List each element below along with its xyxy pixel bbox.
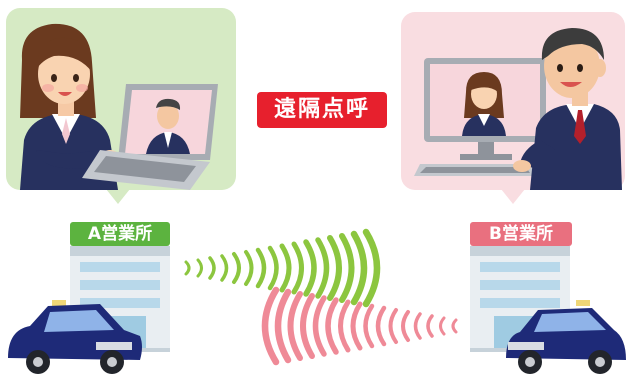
man-operator-icon bbox=[513, 28, 622, 190]
office-b-label: B営業所 bbox=[470, 222, 572, 246]
signal-wave-icon bbox=[184, 228, 381, 308]
taxi-icon bbox=[506, 300, 626, 374]
desktop-monitor-icon bbox=[414, 58, 546, 176]
laptop-icon bbox=[82, 84, 218, 190]
taxi-icon bbox=[8, 300, 142, 374]
remote-rollcall-label: 遠隔点呼 bbox=[257, 92, 387, 128]
office-a-label: A営業所 bbox=[70, 222, 170, 246]
signal-wave-icon bbox=[261, 286, 458, 366]
